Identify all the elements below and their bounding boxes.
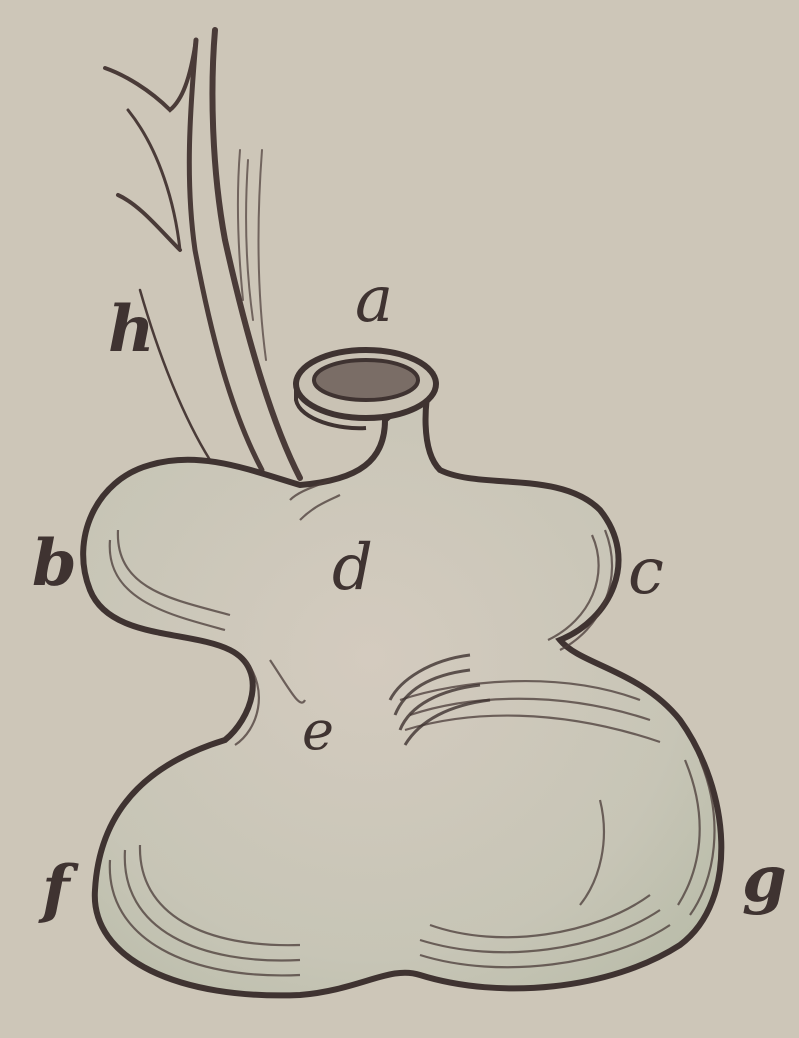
label-d: d	[332, 536, 373, 600]
label-e: e	[302, 704, 334, 758]
label-c: c	[628, 540, 664, 604]
vessel-h	[105, 30, 300, 478]
label-b: b	[32, 532, 77, 596]
label-a: a	[355, 268, 393, 332]
label-f: f	[42, 858, 70, 922]
upper-lobes	[83, 380, 721, 995]
label-h: h	[108, 298, 155, 362]
label-g: g	[742, 848, 787, 912]
